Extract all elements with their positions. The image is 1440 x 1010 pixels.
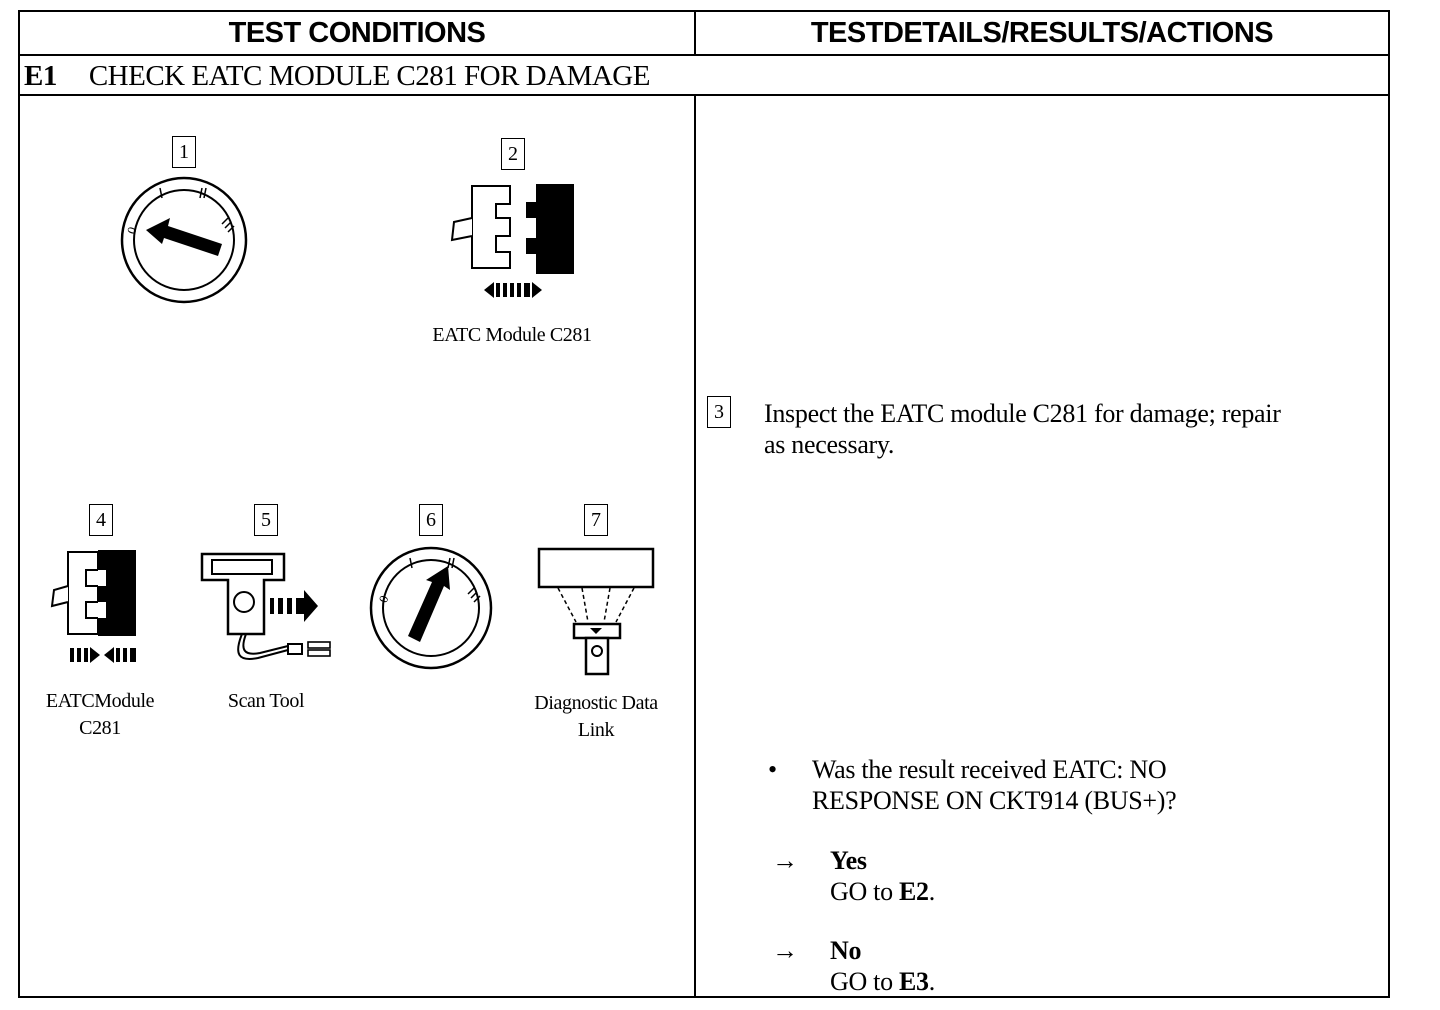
yes-arrow-icon: →: [772, 846, 798, 875]
scan-tool-icon: [200, 552, 331, 660]
caption-scan-tool: Scan Tool: [227, 690, 305, 712]
step-number-4: 4: [89, 504, 113, 536]
no-arrow-icon: →: [772, 936, 798, 965]
step-number-1: 1: [172, 136, 196, 168]
table-frame: [18, 10, 1390, 998]
ignition-off-icon: 0: [120, 176, 248, 304]
connector-disconnect-icon: [450, 184, 574, 298]
yes-target: E2: [898, 877, 929, 906]
caption-ddl-line2: Link: [577, 719, 615, 741]
header-divider: [18, 54, 1390, 56]
diagnostic-data-link-icon: [537, 547, 655, 676]
question-line2: RESPONSE ON CKT914 (BUS+)?: [812, 786, 1177, 815]
header-test-conditions: TEST CONDITIONS: [228, 16, 486, 49]
step3-instruction: Inspect the EATC module C281 for damage;…: [764, 398, 1384, 460]
step-id: E1: [24, 59, 57, 92]
no-action: GO to E3.: [830, 967, 935, 996]
step-title-text: CHECK EATC MODULE C281 FOR DAMAGE: [88, 59, 651, 92]
connector-connect-icon: [50, 550, 136, 663]
step-number-6: 6: [419, 504, 443, 536]
caption-eatc-module-c281: EATC Module C281: [432, 324, 592, 346]
yes-action: GO to E2.: [830, 877, 935, 906]
step-number-5: 5: [254, 504, 278, 536]
header-test-details: TESTDETAILS/RESULTS/ACTIONS: [810, 16, 1274, 49]
step-number-3: 3: [707, 396, 731, 428]
question-text: Was the result received EATC: NO RESPONS…: [812, 754, 1372, 816]
question-line1: Was the result received EATC: NO: [812, 755, 1167, 784]
step-title: E1 CHECK EATC MODULE C281 FOR DAMAGE: [24, 56, 650, 96]
step-number-7: 7: [584, 504, 608, 536]
step-number-2: 2: [501, 138, 525, 170]
no-target: E3: [898, 967, 929, 996]
step3-line2: as necessary.: [764, 430, 895, 459]
question-bullet: •: [768, 755, 777, 784]
caption-eatc-module-line2: C281: [79, 717, 121, 739]
ignition-run-icon: 0: [369, 546, 493, 670]
title-row-gap: [694, 56, 696, 94]
caption-eatc-module-line1: EATCModule: [45, 690, 155, 712]
column-divider: [694, 10, 696, 998]
caption-diagnostic-data-link: Diagnostic Data Link: [506, 690, 686, 744]
no-label: No: [830, 936, 862, 965]
title-divider: [18, 94, 1390, 96]
caption-ddl-line1: Diagnostic Data: [534, 692, 658, 714]
no-branch: No GO to E3.: [830, 935, 935, 997]
svg-text:0: 0: [377, 594, 392, 605]
svg-text:0: 0: [125, 225, 140, 236]
yes-branch: Yes GO to E2.: [830, 845, 935, 907]
caption-eatc-module: EATCModule C281: [20, 688, 180, 742]
yes-label: Yes: [830, 846, 867, 875]
step3-line1: Inspect the EATC module C281 for damage;…: [764, 399, 1281, 428]
